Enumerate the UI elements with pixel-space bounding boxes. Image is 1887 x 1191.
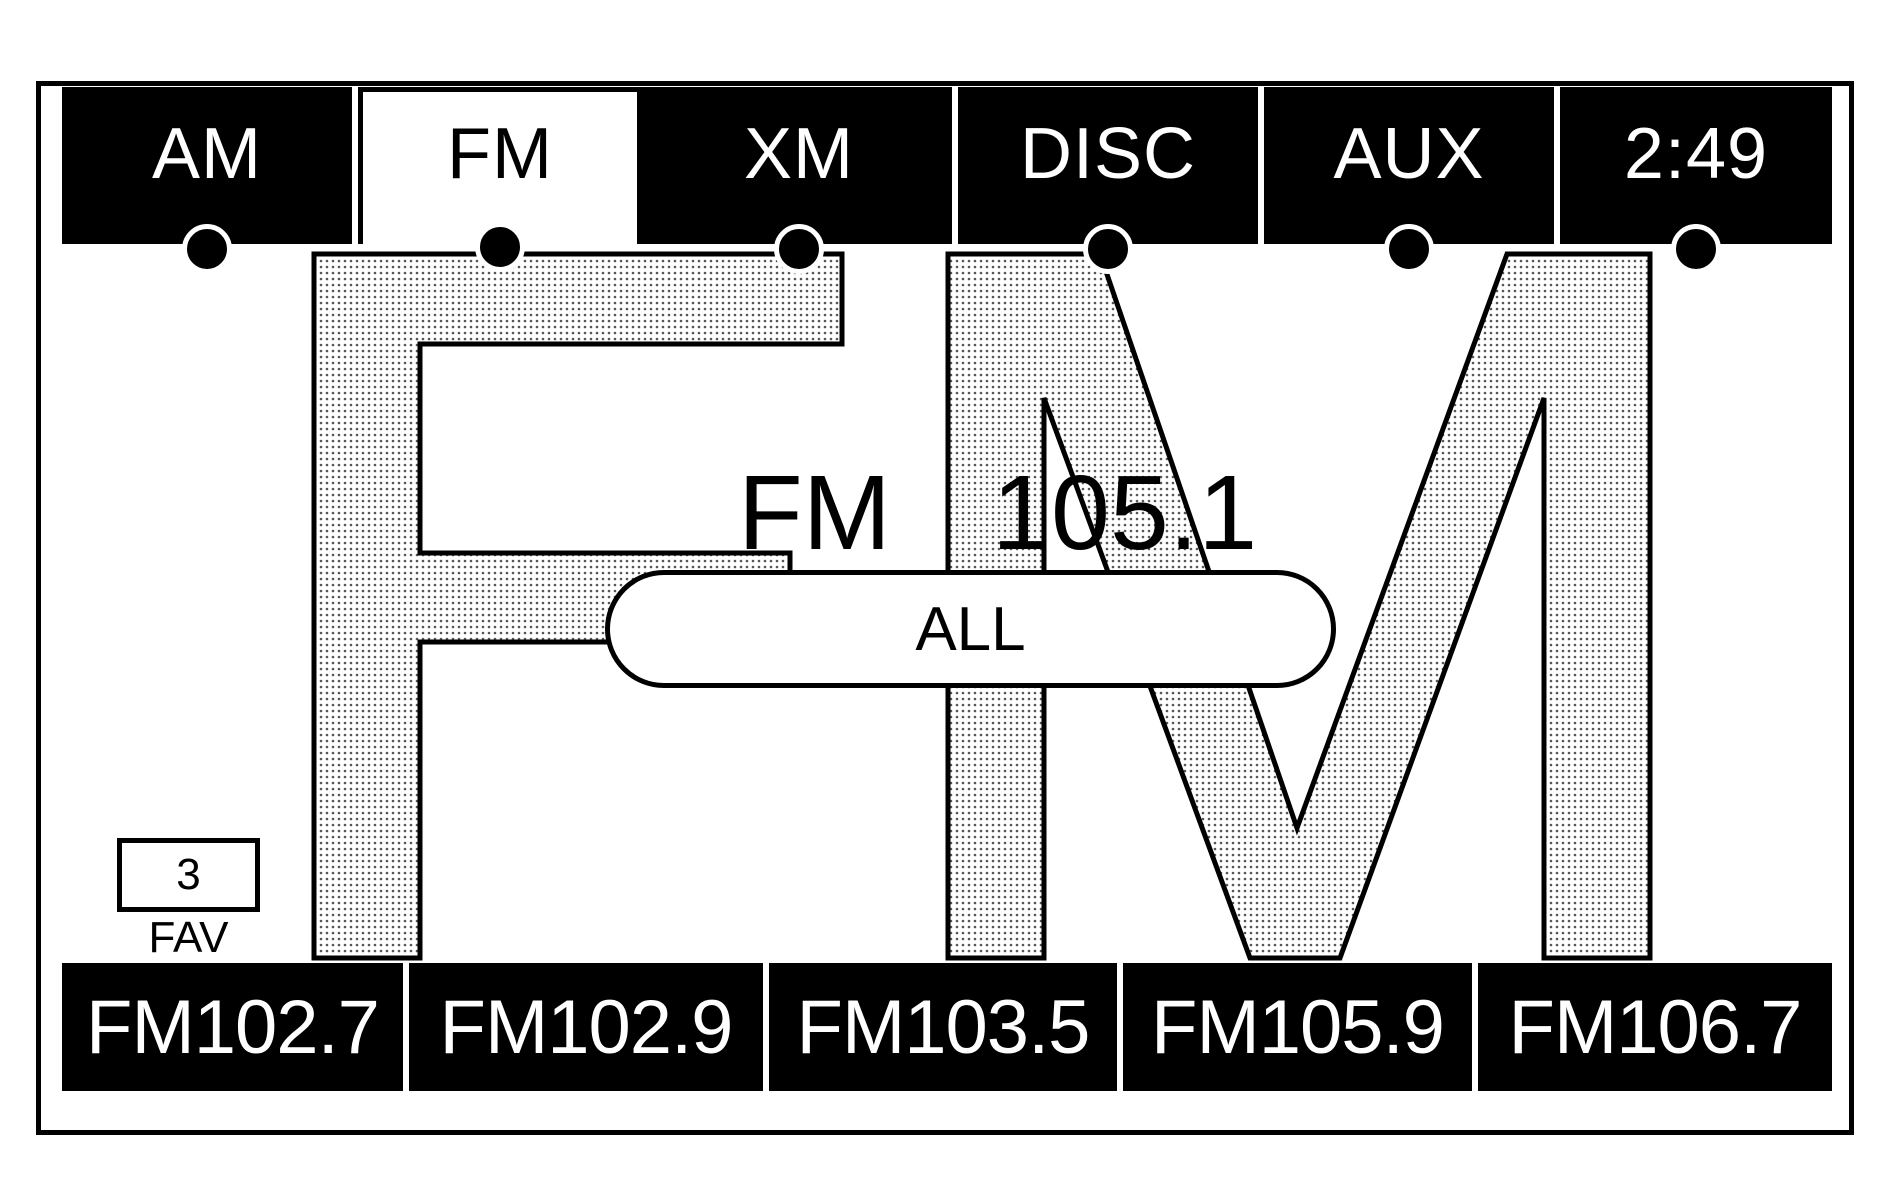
- clock-display[interactable]: 2:49: [1560, 87, 1832, 274]
- tab-disc[interactable]: DISC: [958, 87, 1258, 274]
- preset-button-4[interactable]: FM105.9: [1123, 963, 1472, 1091]
- preset-label: FM106.7: [1508, 984, 1803, 1070]
- tab-xm-label: XM: [744, 114, 854, 194]
- tab-divider: [1258, 87, 1264, 244]
- station-readout: FM 105.1: [730, 458, 1290, 568]
- preset-label: FM105.9: [1151, 984, 1445, 1070]
- preset-button-2[interactable]: FM102.9: [409, 963, 763, 1091]
- clock-time: 2:49: [1623, 114, 1769, 194]
- preset-button-3[interactable]: FM103.5: [769, 963, 1117, 1091]
- tab-fm-indicator-dot: [475, 222, 525, 272]
- favorite-page-button[interactable]: 3: [117, 838, 260, 912]
- tab-aux-indicator-dot: [1384, 224, 1434, 274]
- tab-divider: [952, 87, 958, 244]
- station-frequency: 105.1: [992, 454, 1258, 572]
- tab-aux-label: AUX: [1333, 114, 1485, 194]
- tab-divider: [642, 87, 646, 244]
- favorite-page-number: 3: [176, 850, 201, 899]
- tab-am-indicator-dot: [182, 224, 232, 274]
- preset-label: FM103.5: [796, 984, 1091, 1070]
- tab-divider: [1554, 87, 1560, 244]
- tab-xm-indicator-dot: [774, 224, 824, 274]
- category-all-button[interactable]: ALL: [605, 570, 1336, 688]
- tab-xm[interactable]: XM: [646, 87, 952, 274]
- tab-fm-label: FM: [447, 114, 553, 194]
- preset-button-5[interactable]: FM106.7: [1478, 963, 1832, 1091]
- tab-am-label: AM: [152, 114, 262, 194]
- tab-fm[interactable]: FM: [358, 87, 642, 272]
- tab-am[interactable]: AM: [62, 87, 352, 274]
- tab-disc-indicator-dot: [1083, 224, 1133, 274]
- clock-indicator-dot: [1671, 224, 1721, 274]
- tab-aux[interactable]: AUX: [1264, 87, 1554, 274]
- favorite-label: FAV: [148, 913, 229, 962]
- preset-label: FM102.7: [86, 984, 380, 1070]
- station-band: FM: [738, 454, 892, 572]
- preset-label: FM102.9: [439, 984, 734, 1070]
- category-all-label: ALL: [915, 594, 1026, 664]
- preset-button-1[interactable]: FM102.7: [62, 963, 403, 1091]
- tab-disc-label: DISC: [1019, 114, 1197, 194]
- tab-divider: [352, 87, 358, 244]
